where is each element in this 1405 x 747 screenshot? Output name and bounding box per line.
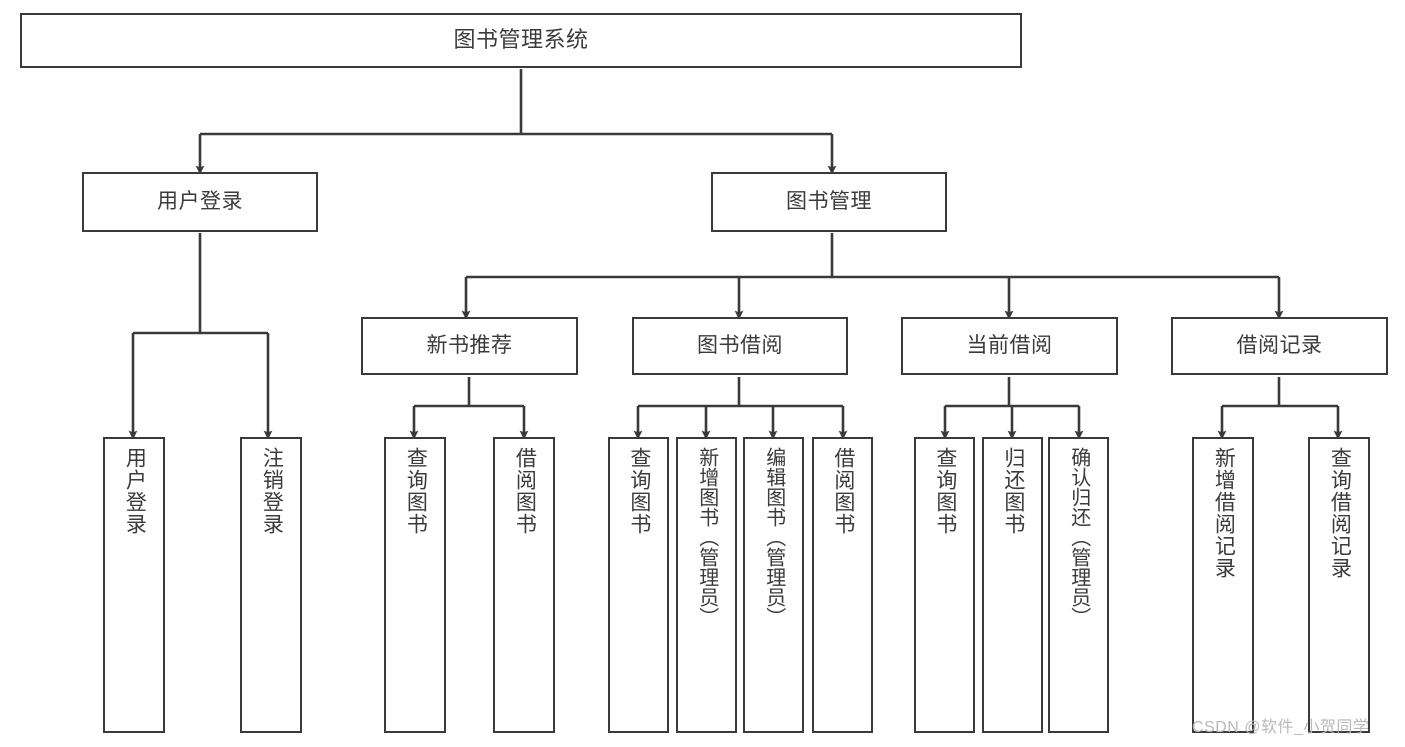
node-label: 查询图书 [933,447,957,535]
node-label: 归还图书 [1001,447,1025,535]
node-label: 查询借阅记录 [1328,447,1352,579]
node-label: 用户登录 [157,190,243,214]
leaf-user-login[interactable]: 用户登录 [103,437,165,733]
leaf-query-borrow-record[interactable]: 查询借阅记录 [1308,437,1370,733]
node-user-login[interactable]: 用户登录 [82,172,318,232]
node-label: 编辑图书（管理员） [762,447,785,627]
node-label: 查询图书 [627,447,651,535]
node-label: 确认归还（管理员） [1067,447,1090,627]
node-label: 新书推荐 [426,334,513,358]
leaf-borrow-book-recommend[interactable]: 借阅图书 [493,437,555,733]
node-label: 借阅图书 [513,447,537,535]
csdn-watermark: CSDN @软件_小贺同学 [1192,719,1370,736]
leaf-query-book-current[interactable]: 查询图书 [914,437,975,733]
node-label: 用户登录 [123,447,147,535]
leaf-add-borrow-record[interactable]: 新增借阅记录 [1192,437,1254,733]
node-label: 新增借阅记录 [1212,447,1236,579]
node-label: 注销登录 [260,447,284,535]
leaf-logout-login[interactable]: 注销登录 [240,437,302,733]
leaf-return-book[interactable]: 归还图书 [982,437,1043,733]
node-book-management[interactable]: 图书管理 [711,172,947,232]
node-root-book-management-system[interactable]: 图书管理系统 [20,13,1022,68]
leaf-query-book-recommend[interactable]: 查询图书 [384,437,446,733]
node-label: 图书借阅 [697,334,783,358]
node-label: 图书管理 [786,190,872,214]
leaf-edit-book[interactable]: 编辑图书（管理员） [743,437,804,733]
leaf-query-book-borrow[interactable]: 查询图书 [608,437,669,733]
node-label: 新增图书（管理员） [695,447,718,627]
leaf-borrow-book[interactable]: 借阅图书 [812,437,873,733]
node-label: 借阅图书 [831,447,855,535]
node-label: 图书管理系统 [453,27,589,53]
node-current-borrow[interactable]: 当前借阅 [901,317,1118,375]
node-new-book-recommend[interactable]: 新书推荐 [361,317,578,375]
leaf-confirm-return[interactable]: 确认归还（管理员） [1048,437,1109,733]
leaf-add-book[interactable]: 新增图书（管理员） [676,437,737,733]
node-label: 当前借阅 [966,334,1053,358]
node-borrow-record[interactable]: 借阅记录 [1171,317,1388,375]
node-book-borrow[interactable]: 图书借阅 [632,317,848,375]
node-label: 借阅记录 [1236,334,1323,358]
node-label: 查询图书 [404,447,428,535]
